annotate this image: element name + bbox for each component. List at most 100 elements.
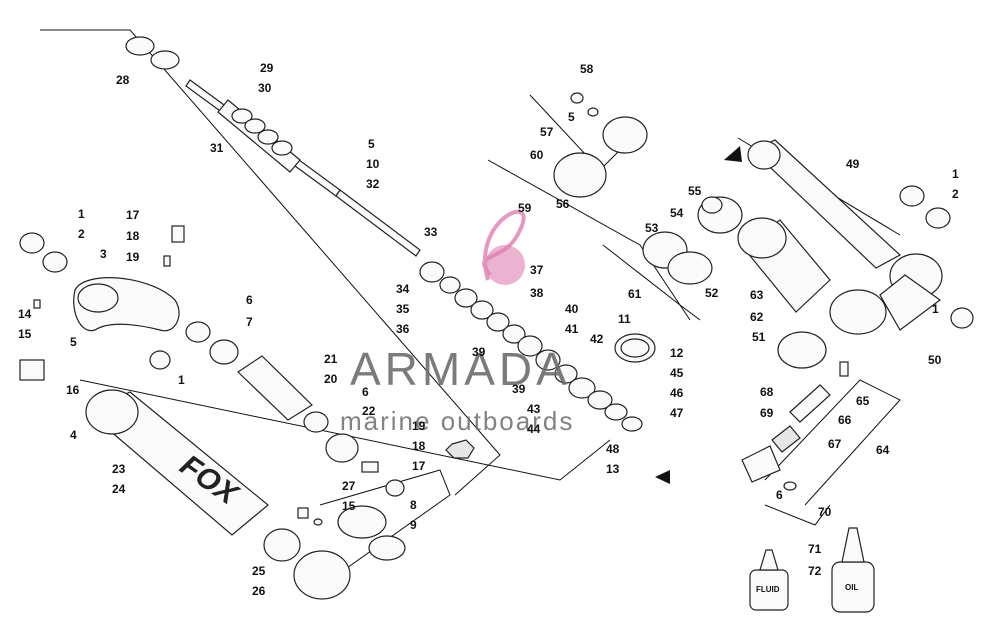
callout-number: 20	[324, 372, 338, 386]
callout-number: 51	[752, 330, 766, 344]
callout-number: 8	[410, 498, 417, 512]
callout-number: 69	[760, 406, 774, 420]
reservoir-piston	[642, 196, 743, 285]
callout-number: 64	[876, 443, 890, 457]
callout-number: 61	[628, 287, 642, 301]
callout-number: 6	[362, 385, 369, 399]
watermark-title: ARMADA	[350, 343, 571, 395]
shaft-assembly	[125, 36, 421, 257]
callout-number: 54	[670, 206, 684, 220]
callout-number: 30	[258, 81, 272, 95]
callout-number: 72	[808, 564, 822, 578]
callout-number: 45	[670, 366, 684, 380]
callout-number: 5	[368, 137, 375, 151]
watermark: ARMADA marine outboards	[340, 209, 574, 436]
callout-number: 71	[808, 542, 822, 556]
callout-number: 6	[246, 293, 253, 307]
callout-number: 58	[580, 62, 594, 76]
callout-number: 1	[952, 167, 959, 181]
main-body: FOX	[85, 389, 269, 536]
callout-number: 21	[324, 352, 338, 366]
callout-number: 1	[78, 207, 85, 221]
valve-assembly	[741, 361, 849, 491]
callout-number: 50	[928, 353, 942, 367]
callout-number: 13	[606, 462, 620, 476]
callout-number: 29	[260, 61, 274, 75]
callout-number: 35	[396, 302, 410, 316]
callout-number: 11	[618, 312, 631, 326]
callout-number: 18	[126, 229, 140, 243]
callout-number: 4	[70, 428, 77, 442]
callout-number: 17	[126, 208, 140, 222]
callout-number: 62	[750, 310, 764, 324]
callout-number: 57	[540, 125, 554, 139]
callout-number: 48	[606, 442, 620, 456]
callout-number: 22	[362, 404, 376, 418]
callout-number: 2	[78, 227, 85, 241]
callout-number: 43	[527, 402, 541, 416]
callout-number: 70	[818, 505, 832, 519]
callout-number: 39	[512, 382, 526, 396]
lower-valve	[325, 433, 405, 497]
callout-number: 19	[412, 419, 426, 433]
callout-number: 49	[846, 157, 860, 171]
callout-number: 15	[18, 327, 32, 341]
callout-number: 12	[670, 346, 684, 360]
callout-number: 65	[856, 394, 870, 408]
callout-number: 34	[396, 282, 410, 296]
callout-number: 15	[342, 499, 356, 513]
shock-eyelet	[19, 225, 239, 381]
callout-number: 36	[396, 322, 410, 336]
callout-number: 5	[568, 110, 575, 124]
bladder	[237, 355, 329, 433]
callout-number: 53	[645, 221, 659, 235]
callout-number: 5	[70, 335, 77, 349]
callout-number: 68	[760, 385, 774, 399]
callout-number: 3	[100, 247, 107, 261]
callout-number: 55	[688, 184, 702, 198]
callout-number: 26	[252, 584, 266, 598]
callout-number: 59	[518, 201, 532, 215]
callout-number: 67	[828, 437, 842, 451]
reservoir-head	[777, 185, 974, 369]
callout-number: 46	[670, 386, 684, 400]
oil-bottle-label: OIL	[845, 583, 858, 592]
callout-number: 56	[556, 197, 570, 211]
callout-number: 14	[18, 307, 32, 321]
fluid-bottle-label: FLUID	[756, 585, 780, 594]
callout-number: 31	[210, 141, 224, 155]
callout-number: 41	[565, 322, 579, 336]
callout-number: 47	[670, 406, 684, 420]
callout-number: 32	[366, 177, 380, 191]
outer-can	[737, 217, 831, 313]
callout-number: 19	[126, 250, 140, 264]
callout-number: 52	[705, 286, 719, 300]
piston-stack	[419, 261, 656, 459]
callout-number: 18	[412, 439, 426, 453]
callout-number: 38	[530, 286, 544, 300]
reservoir-cylinder	[747, 139, 902, 269]
callout-number: 40	[565, 302, 579, 316]
callout-number: 23	[112, 462, 126, 476]
callout-number: 27	[342, 479, 356, 493]
callout-number: 42	[590, 332, 604, 346]
callout-number: 37	[530, 263, 544, 277]
callout-number: 33	[424, 225, 438, 239]
callout-number: 63	[750, 288, 764, 302]
callout-number: 1	[178, 373, 185, 387]
arrow-marker	[724, 146, 742, 162]
callout-number: 66	[838, 413, 852, 427]
callout-number: 10	[366, 157, 380, 171]
callout-number: 60	[530, 148, 544, 162]
callout-number: 16	[66, 383, 80, 397]
bottles: FLUID OIL	[749, 527, 875, 613]
callout-number: 6	[776, 488, 783, 502]
bottom-components	[263, 505, 406, 600]
callout-number: 9	[410, 518, 417, 532]
watermark-subtitle: marine outboards	[340, 406, 574, 436]
arrow-marker	[655, 470, 670, 484]
callout-number: 7	[246, 315, 253, 329]
callout-number: 2	[952, 187, 959, 201]
